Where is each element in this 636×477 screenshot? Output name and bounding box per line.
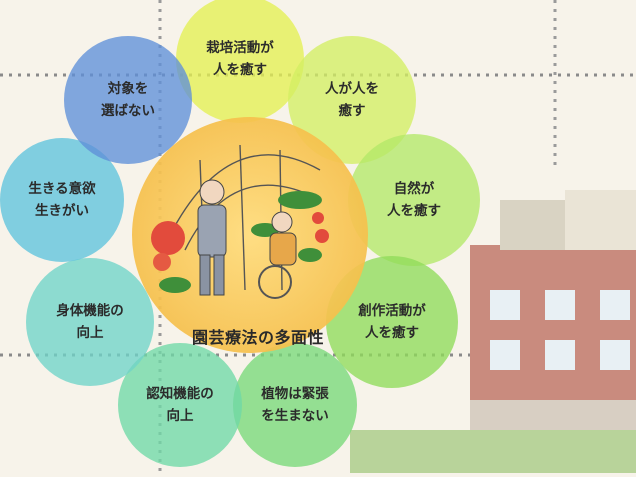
greenhouse-icon <box>169 144 321 291</box>
petal-circle-0 <box>176 0 304 123</box>
center-circle <box>132 117 368 353</box>
petal-circle-3 <box>326 256 458 388</box>
petal-circle-8 <box>64 36 192 164</box>
diagram-title: 園芸療法の多面性 <box>191 328 324 347</box>
plant-icon <box>159 191 322 293</box>
wheelchair-person-icon <box>258 211 297 299</box>
building-illustration <box>350 190 636 473</box>
tomato-icon <box>151 212 329 271</box>
petal-circle-4 <box>233 343 357 467</box>
petal-circle-7 <box>0 138 124 262</box>
petal-circle-1 <box>288 36 416 164</box>
petal-circle-6 <box>26 258 154 386</box>
petal-circle-2 <box>348 134 480 266</box>
person-icon <box>197 179 227 296</box>
petal-circle-5 <box>118 343 242 467</box>
